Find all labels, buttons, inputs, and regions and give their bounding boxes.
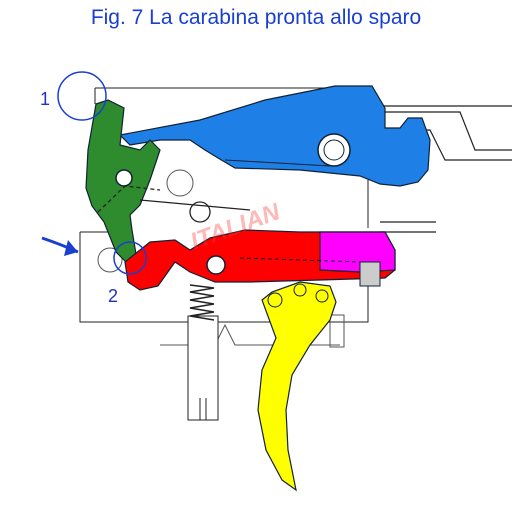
sear-pivot [206,255,226,275]
callout-circle-1 [57,71,107,121]
plunger-rod [187,315,219,421]
trigger [257,281,337,492]
figure-title: Fig. 7 La carabina pronta allo sparo [90,6,422,29]
callout-circle-2 [113,241,147,275]
trigger-pin-1 [267,292,283,308]
callout-label-2: 2 [108,286,118,306]
hammer-pivot [317,133,351,167]
hammer [118,85,431,187]
trigger-pin-3 [315,289,329,303]
sear-linkage [97,185,251,223]
callout-label-1: 1 [40,89,50,109]
sear-lever-pin [115,169,133,187]
coil-spring [189,284,215,321]
adjustment-screw [359,261,381,287]
trigger-pin-2 [293,283,307,297]
sear-spring-block [319,231,396,273]
